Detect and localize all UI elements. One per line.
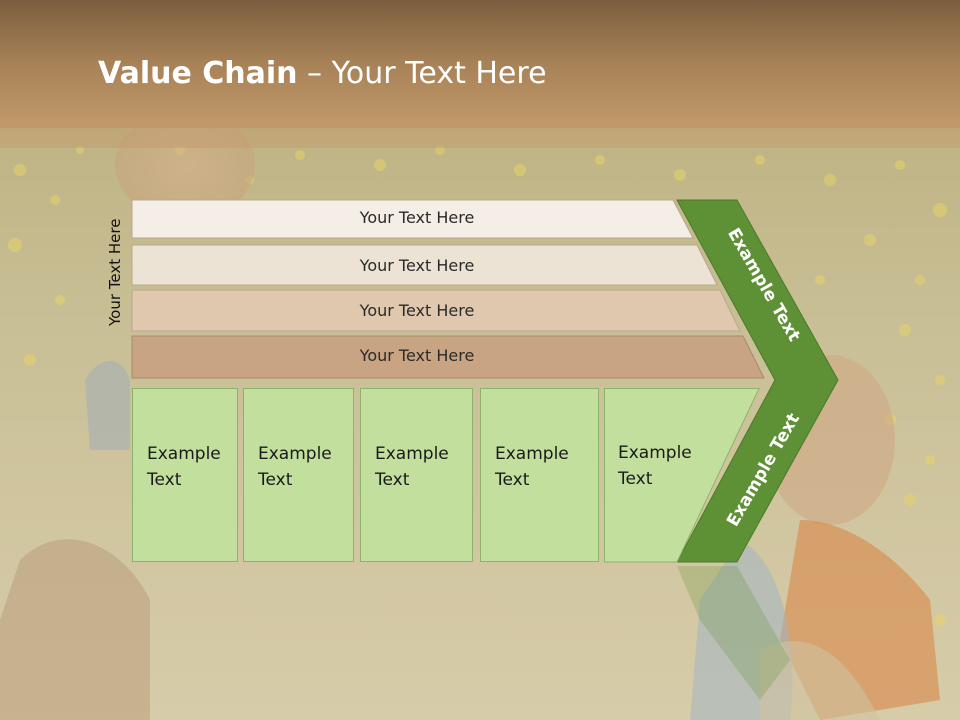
title-bold: Value Chain: [98, 56, 298, 91]
box-2-line1: Example: [258, 444, 332, 464]
box-3-line1: Example: [375, 444, 449, 464]
box-5-line2: Text: [618, 469, 653, 489]
box-4-line2: Text: [495, 470, 530, 490]
vertical-label: Your Text Here: [106, 218, 124, 326]
bar-4-label: Your Text Here: [359, 346, 475, 365]
bar-2-label: Your Text Here: [359, 256, 475, 275]
box-3-line2: Text: [375, 470, 410, 490]
box-4-line1: Example: [495, 444, 569, 464]
box-1-line1: Example: [147, 444, 221, 464]
box-5-line1: Example: [618, 443, 692, 463]
title-rest: – Your Text Here: [297, 56, 547, 91]
activity-box-5-shape: [604, 388, 760, 563]
bar-1-label: Your Text Here: [359, 208, 475, 227]
bar-3-label: Your Text Here: [359, 301, 475, 320]
slide-title: Value Chain – Your Text Here: [98, 56, 547, 91]
box-2-line2: Text: [258, 470, 293, 490]
box-1-line2: Text: [147, 470, 182, 490]
